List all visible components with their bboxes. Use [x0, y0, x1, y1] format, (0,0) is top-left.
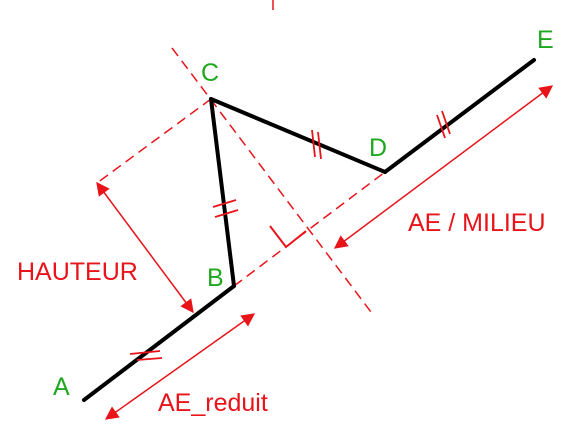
right-angle-marker	[269, 225, 307, 249]
parallel-line-through-c	[96, 98, 212, 184]
ae-reduit-arrow	[104, 313, 256, 420]
dimension-arrows	[96, 85, 554, 420]
point-label-a: A	[53, 373, 70, 401]
tick-bc	[212, 199, 239, 218]
segment-cd	[209, 97, 387, 174]
tick-ab	[129, 350, 163, 361]
tick-de	[436, 110, 451, 139]
ae-milieu-arrow	[333, 85, 554, 249]
main-figure	[82, 58, 536, 402]
point-label-c: C	[201, 59, 219, 87]
equal-length-ticks	[129, 110, 451, 361]
hauteur-arrow	[96, 181, 194, 314]
ae-reduit-label: AE_reduit	[158, 389, 268, 417]
construction-lines	[96, 0, 386, 317]
segment-bc	[209, 97, 236, 288]
perpendicular-line	[171, 47, 375, 317]
point-label-d: D	[369, 134, 387, 162]
segment-de	[383, 58, 536, 174]
segment-ab	[82, 284, 236, 402]
point-label-e: E	[537, 26, 554, 54]
hauteur-label: HAUTEUR	[17, 258, 138, 286]
ae-milieu-label: AE / MILIEU	[408, 209, 546, 237]
point-label-b: B	[207, 264, 224, 292]
tick-cd	[311, 129, 322, 160]
midline-extension	[233, 171, 386, 287]
